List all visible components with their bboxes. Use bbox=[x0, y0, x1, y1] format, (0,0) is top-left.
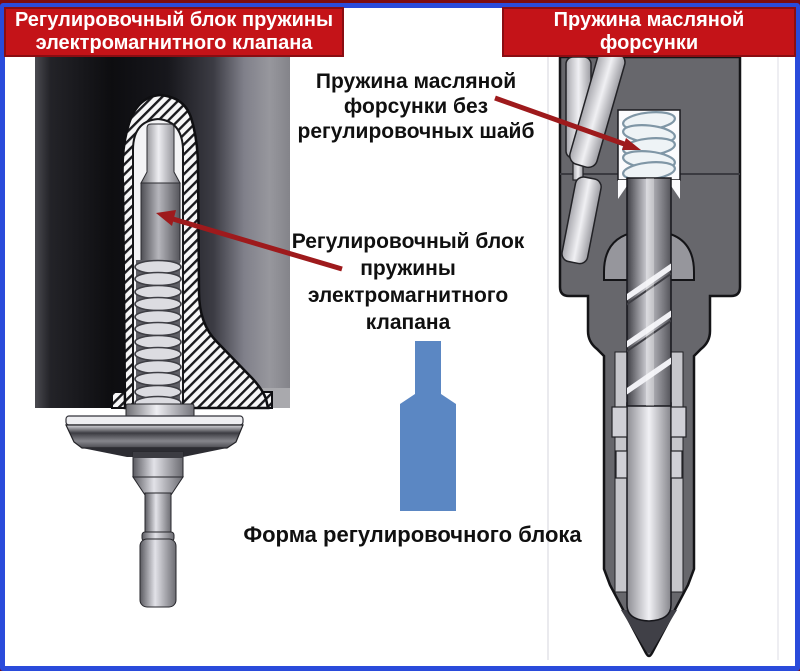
label-spring-line3: регулировочных шайб bbox=[297, 120, 535, 143]
armature-valve-assembly bbox=[65, 403, 244, 608]
block-shape-silhouette bbox=[400, 341, 456, 511]
nozzle-spring bbox=[622, 111, 676, 181]
banner-right-line2: форсунки bbox=[599, 32, 699, 54]
spiral-grooves bbox=[627, 178, 671, 406]
spring-arrow bbox=[494, 95, 641, 150]
adjustment-block-arrow bbox=[156, 210, 343, 272]
label-block-line3: электромагнитного клапана bbox=[307, 284, 509, 334]
banner-oil-injector-spring: Пружина масляной форсунки bbox=[502, 7, 796, 57]
label-spring-line1: Пружина масляной bbox=[315, 70, 517, 93]
label-block-line1: Регулировочный блок bbox=[291, 230, 525, 253]
label-adjustment-block: Регулировочный блок пружины электромагни… bbox=[268, 228, 548, 336]
banner-solenoid-valve-spring-block: Регулировочный блок пружины электромагни… bbox=[4, 7, 344, 57]
needle-guide-lugs bbox=[611, 406, 687, 479]
adjustment-block-rod-body bbox=[140, 182, 181, 263]
banner-right-line1: Пружина масляной bbox=[553, 9, 745, 31]
label-block-line2: пружины bbox=[360, 257, 456, 280]
banner-left-line1: Регулировочный блок пружины bbox=[14, 9, 334, 31]
solenoid-block-cutaway-photo bbox=[35, 57, 290, 608]
injector-nozzle-diagram bbox=[547, 49, 779, 660]
valve-spring bbox=[134, 259, 182, 411]
nozzle-needle bbox=[626, 402, 672, 622]
label-spring-without-shims: Пружина масляной форсунки без регулирово… bbox=[283, 69, 549, 144]
label-spring-line2: форсунки без bbox=[343, 95, 489, 118]
label-block-shape: Форма регулировочного блока bbox=[243, 522, 582, 547]
push-rods bbox=[561, 49, 626, 265]
recess-chamfers bbox=[618, 180, 680, 199]
valve-pin-upper bbox=[144, 492, 172, 536]
tip-seat bbox=[621, 610, 677, 653]
valve-pin-lower bbox=[139, 538, 177, 608]
adjustment-block-rod-neck bbox=[140, 123, 181, 184]
banner-left-line2: электромагнитного клапана bbox=[35, 32, 313, 54]
